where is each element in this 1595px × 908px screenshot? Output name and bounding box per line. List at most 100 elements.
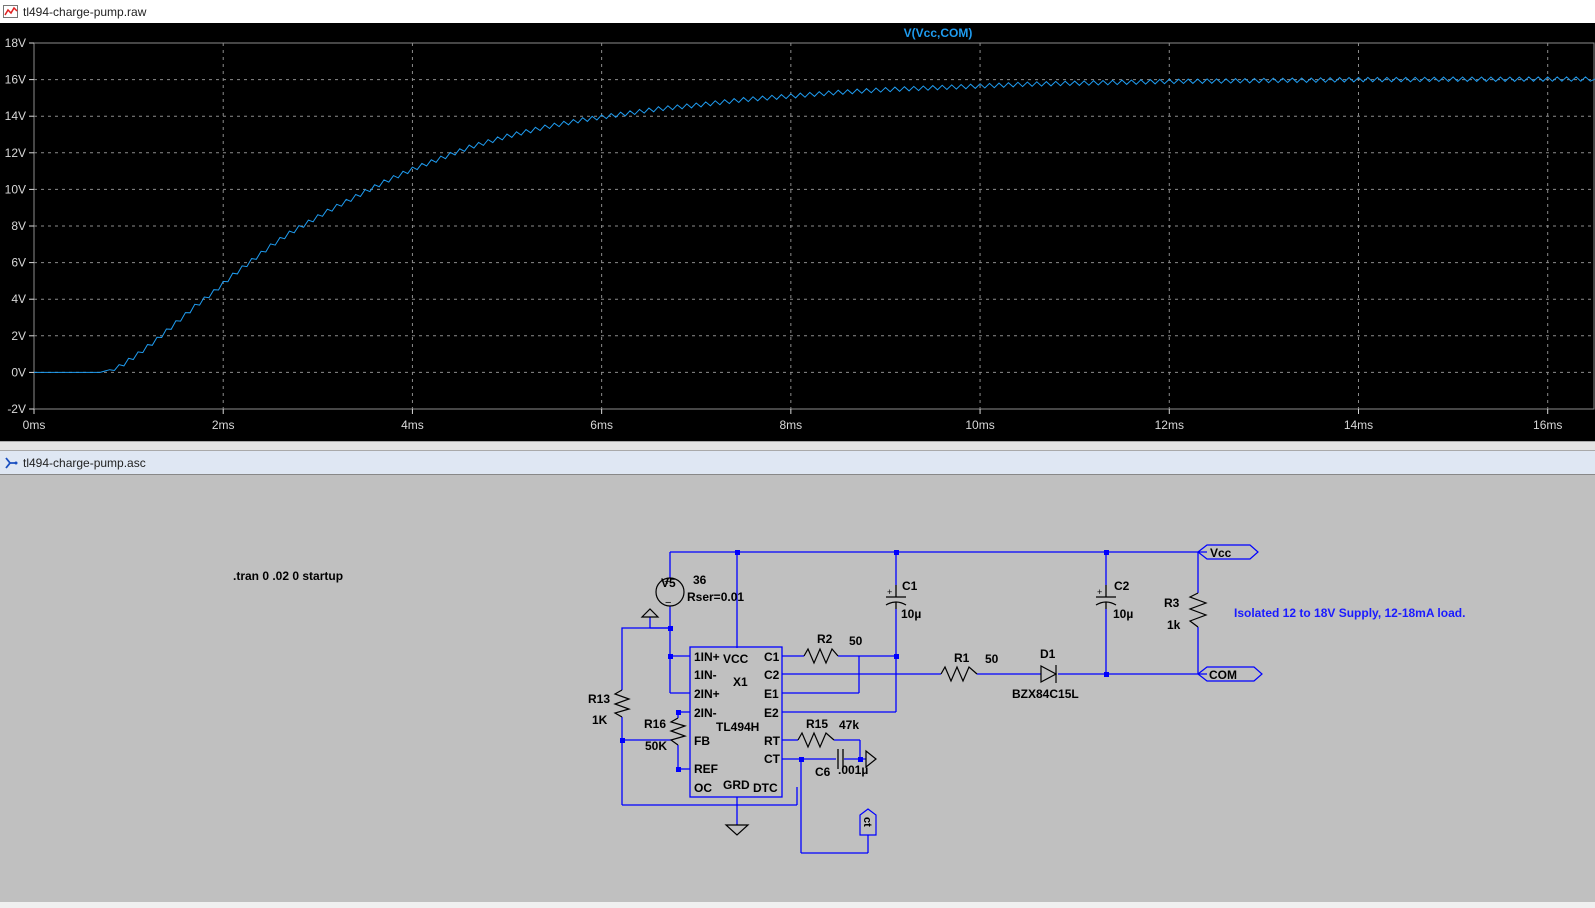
- schematic-wires: [621, 551, 1207, 854]
- ic-instance-name[interactable]: X1: [733, 675, 748, 689]
- ic-pin-dtc: DTC: [753, 781, 778, 795]
- c6-name[interactable]: C6: [815, 765, 831, 779]
- y-tick-label: 0V: [11, 365, 26, 379]
- plot-grid: [34, 43, 1595, 409]
- c1-polarity-plus: +: [887, 587, 892, 597]
- y-tick-label: 10V: [5, 182, 26, 196]
- ground-symbol-ic: [724, 824, 750, 836]
- ic-pin-oc: OC: [694, 781, 712, 795]
- ic-pin-c2: C2: [764, 668, 780, 682]
- ic-pin-rt: RT: [764, 734, 781, 748]
- vcc-label: Vcc: [1210, 546, 1232, 560]
- voltage-source-v5[interactable]: + −: [655, 576, 685, 609]
- ic-pin-fb: FB: [694, 734, 710, 748]
- waveform-window-title-bar[interactable]: tl494-charge-pump.raw: [0, 0, 1595, 24]
- com-label: COM: [1209, 668, 1237, 682]
- x-tick-label: 6ms: [590, 418, 613, 432]
- ic-pin-ct: CT: [764, 752, 781, 766]
- x-tick-label: 0ms: [23, 418, 46, 432]
- x-tick-label: 14ms: [1344, 418, 1373, 432]
- ic-pin-c1: C1: [764, 650, 780, 664]
- x-tick-label: 2ms: [212, 418, 235, 432]
- pane-splitter[interactable]: [0, 441, 1595, 451]
- r1-name[interactable]: R1: [954, 651, 970, 665]
- waveform-icon: [3, 4, 19, 20]
- ic-pin-e1: E1: [764, 687, 779, 701]
- resistor-r2[interactable]: [803, 647, 839, 665]
- ic-pin-vcc: VCC: [723, 652, 749, 666]
- schematic-comment[interactable]: Isolated 12 to 18V Supply, 12-18mA load.: [1234, 606, 1465, 620]
- schematic-window-title: tl494-charge-pump.asc: [23, 455, 146, 470]
- x-tick-label: 4ms: [401, 418, 424, 432]
- net-flag-vcc[interactable]: Vcc: [1197, 544, 1259, 560]
- c1-value[interactable]: 10µ: [901, 607, 921, 621]
- r15-name[interactable]: R15: [806, 717, 828, 731]
- r15-value[interactable]: 47k: [839, 718, 859, 732]
- capacitor-c2[interactable]: [1095, 585, 1117, 609]
- d1-name[interactable]: D1: [1040, 647, 1056, 661]
- v5-name[interactable]: V5: [661, 576, 676, 590]
- r1-value[interactable]: 50: [985, 652, 999, 666]
- y-tick-label: 4V: [11, 292, 26, 306]
- r13-value[interactable]: 1K: [592, 713, 608, 727]
- x-tick-label: 12ms: [1155, 418, 1184, 432]
- r3-name[interactable]: R3: [1164, 596, 1180, 610]
- c6-value[interactable]: .001µ: [838, 763, 868, 777]
- ic-pin-e2: E2: [764, 706, 779, 720]
- ground-symbol-v5: [640, 608, 660, 618]
- ic-part-name[interactable]: TL494H: [716, 720, 759, 734]
- schematic-canvas[interactable]: + −: [0, 475, 1595, 903]
- resistor-r3[interactable]: [1188, 592, 1208, 628]
- schematic-editor-pane[interactable]: + −: [0, 474, 1595, 902]
- ground-symbol-rt: [865, 749, 877, 769]
- potentiometer-r16[interactable]: [669, 717, 687, 746]
- svg-text:+: +: [664, 576, 670, 588]
- net-flag-ct[interactable]: ct: [859, 808, 877, 836]
- trace-label[interactable]: V(Vcc,COM): [904, 26, 973, 40]
- y-tick-label: 6V: [11, 256, 26, 270]
- trace-vcc-com: [34, 76, 1595, 373]
- ic-pin-1in-plus: 1IN+: [694, 650, 720, 664]
- schematic-window-title-bar[interactable]: tl494-charge-pump.asc: [0, 451, 1595, 475]
- r13-name[interactable]: R13: [588, 692, 610, 706]
- c2-name[interactable]: C2: [1114, 579, 1130, 593]
- r3-value[interactable]: 1k: [1167, 618, 1181, 632]
- r2-name[interactable]: R2: [817, 632, 833, 646]
- v5-value[interactable]: 36: [693, 573, 707, 587]
- y-tick-label: 14V: [5, 109, 26, 123]
- resistor-r15[interactable]: [797, 731, 835, 749]
- y-tick-label: 12V: [5, 146, 26, 160]
- c1-name[interactable]: C1: [902, 579, 918, 593]
- capacitor-c1[interactable]: [885, 585, 907, 609]
- y-tick-label: 18V: [5, 36, 26, 50]
- resistor-r1[interactable]: [940, 665, 978, 683]
- x-tick-label: 8ms: [780, 418, 803, 432]
- c2-polarity-plus: +: [1097, 587, 1102, 597]
- y-tick-label: 8V: [11, 219, 26, 233]
- r16-name[interactable]: R16: [644, 717, 666, 731]
- ic-pin-2in-plus: 2IN+: [694, 687, 720, 701]
- ic-pin-grd: GRD: [723, 778, 750, 792]
- y-tick-label: 2V: [11, 329, 26, 343]
- d1-value[interactable]: BZX84C15L: [1012, 687, 1079, 701]
- r16-value[interactable]: 50K: [645, 739, 667, 753]
- ct-label: ct: [861, 817, 873, 827]
- svg-text:−: −: [665, 597, 671, 609]
- capacitor-c6[interactable]: [837, 749, 844, 769]
- c2-value[interactable]: 10µ: [1113, 607, 1133, 621]
- diode-d1[interactable]: [1040, 665, 1058, 683]
- v5-rser[interactable]: Rser=0.01: [687, 590, 744, 604]
- resistor-r13[interactable]: [613, 689, 631, 718]
- waveform-window-title: tl494-charge-pump.raw: [23, 4, 147, 19]
- r2-value[interactable]: 50: [849, 634, 863, 648]
- ic-pin-2in-minus: 2IN-: [694, 706, 717, 720]
- x-tick-label: 16ms: [1533, 418, 1562, 432]
- junction-dots: [620, 550, 1109, 772]
- spice-directive[interactable]: .tran 0 .02 0 startup: [233, 569, 343, 583]
- ic-pin-1in-minus: 1IN-: [694, 668, 717, 682]
- y-tick-label: -2V: [7, 402, 26, 416]
- net-flag-com[interactable]: COM: [1197, 666, 1263, 682]
